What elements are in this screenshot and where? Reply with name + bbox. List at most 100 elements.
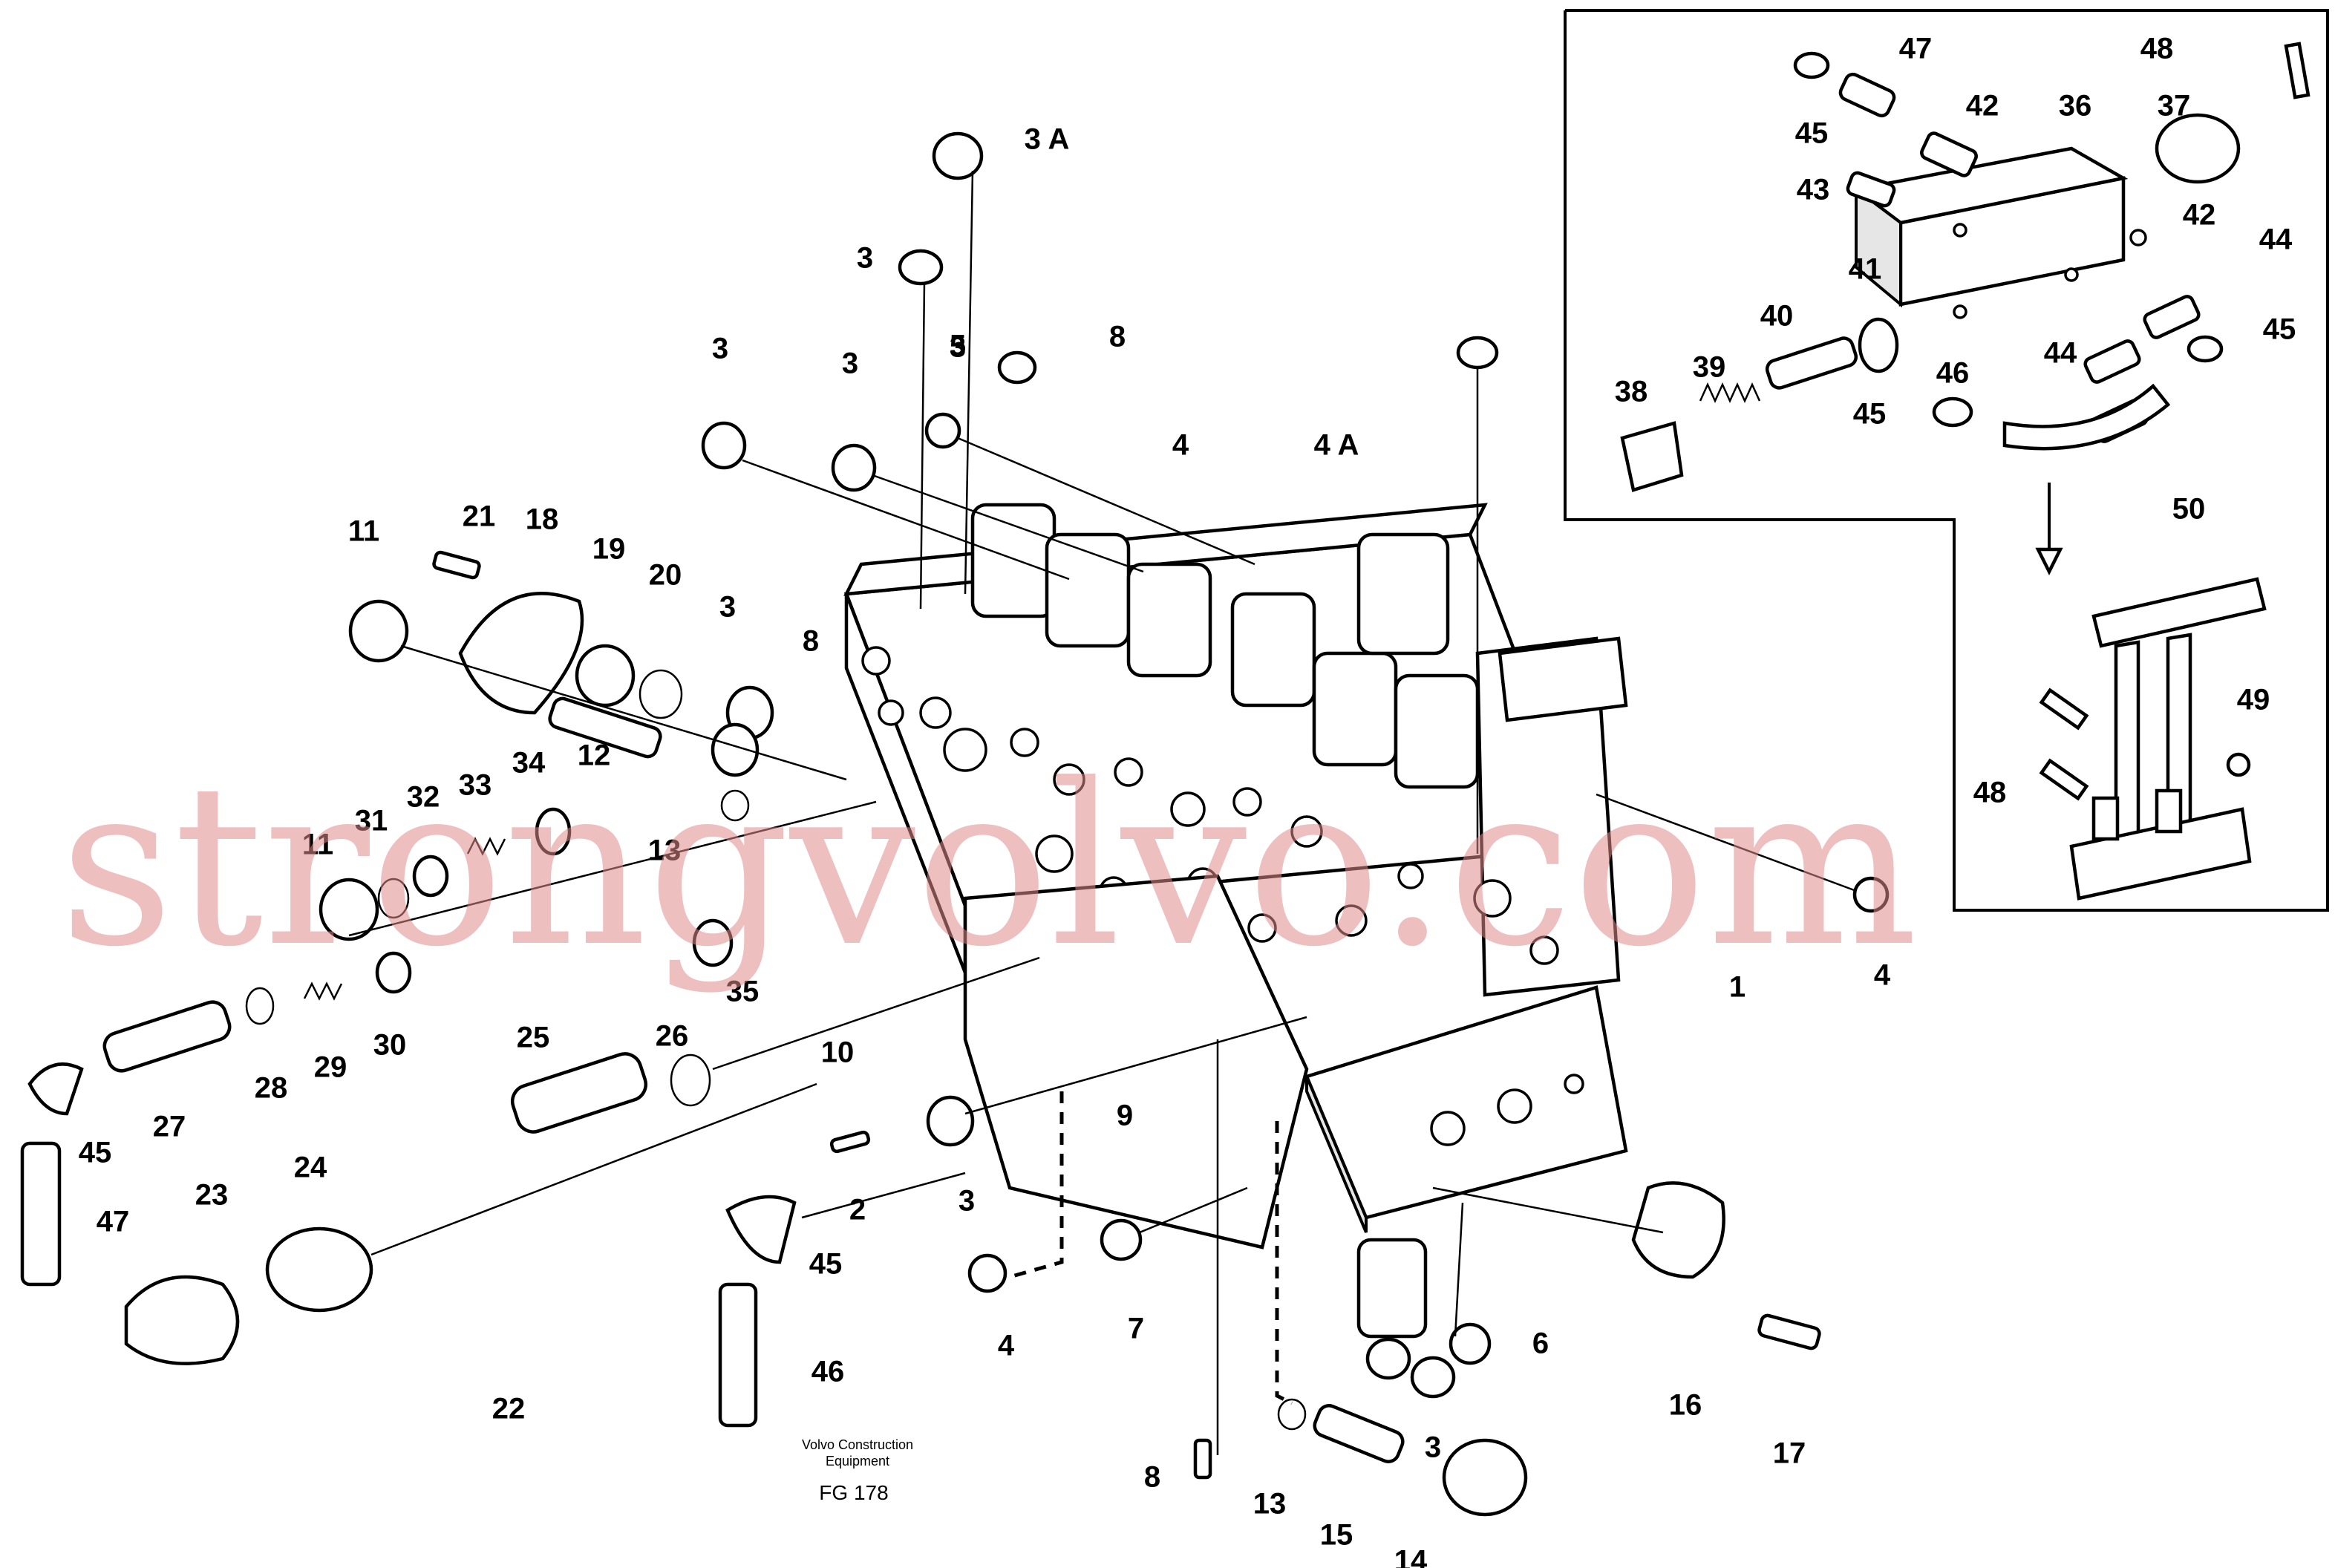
- callout-11-9: 11: [348, 515, 379, 548]
- callout-44-67: 44: [2044, 337, 2077, 370]
- callout-16-47: 16: [1669, 1389, 1702, 1422]
- spool-40: [1765, 336, 1858, 390]
- callout-3-46: 3: [1425, 1431, 1441, 1464]
- hose-46-inset: [2002, 383, 2171, 451]
- elbow-45-inset: [1793, 51, 1830, 79]
- union-24: [265, 1226, 373, 1313]
- elbow-45-lower: [1932, 396, 1973, 428]
- callout-32-19: 32: [407, 781, 440, 814]
- callout-44-61: 44: [2259, 223, 2293, 256]
- callout-3-14: 3: [719, 591, 736, 624]
- callout-13-50: 13: [1253, 1488, 1287, 1520]
- plug-38: [1620, 421, 1684, 492]
- callout-20-13: 20: [649, 559, 682, 592]
- screw-48: [2284, 42, 2310, 99]
- callout-24-33: 24: [294, 1152, 327, 1184]
- callout-22-35: 22: [492, 1393, 526, 1425]
- callout-3-1: 3: [857, 242, 873, 275]
- nut-49: [2226, 752, 2251, 777]
- flange-19: [575, 644, 636, 708]
- screw-35: [692, 918, 734, 967]
- pin-2: [829, 1130, 871, 1154]
- plug-5: [924, 412, 961, 449]
- plug-11-upper: [348, 599, 409, 663]
- side-block: [1498, 636, 1628, 722]
- figure-code: FG 178: [819, 1481, 888, 1504]
- o-ring-28: [245, 987, 275, 1025]
- callout-33-18: 33: [459, 769, 492, 802]
- plug-6: [1449, 1322, 1492, 1365]
- plug-3-left-b: [711, 722, 760, 777]
- plug-7: [1100, 1218, 1143, 1261]
- o-ring-41: [1858, 317, 1899, 373]
- caption-company-line1: Volvo Construction: [802, 1437, 913, 1452]
- callout-4-44: 4: [1874, 959, 1891, 992]
- callout-45-29: 45: [79, 1137, 112, 1169]
- callout-3-3: 3: [842, 347, 858, 380]
- callout-45-39: 45: [809, 1248, 843, 1281]
- callout-34-17: 34: [512, 747, 546, 780]
- callout-15-51: 15: [1320, 1519, 1353, 1552]
- plug-3-center: [926, 1095, 975, 1147]
- callout-17-48: 17: [1773, 1437, 1806, 1470]
- caption-company-line2: Equipment: [826, 1454, 889, 1469]
- callout-8-15: 8: [803, 625, 819, 658]
- nipple-42-right: [2083, 339, 2141, 384]
- leader-lines: [348, 170, 1857, 1455]
- callout-9-38: 9: [1117, 1100, 1133, 1132]
- o-ring-13-bottom: [1277, 1398, 1307, 1431]
- callout-18-11: 18: [526, 503, 559, 536]
- callout-46-40: 46: [811, 1356, 845, 1388]
- callout-7-42: 7: [1128, 1313, 1144, 1345]
- hose-47: [20, 1141, 62, 1287]
- screw-8-bottom: [1193, 1438, 1212, 1480]
- plug-3-far-left: [701, 421, 747, 470]
- callout-28-27: 28: [255, 1072, 288, 1105]
- plug-4-right: [1852, 876, 1890, 913]
- callout-29-26: 29: [314, 1051, 347, 1084]
- spring-assembly: [1356, 1238, 1428, 1339]
- o-ring-20: [639, 669, 683, 719]
- callout-2-36: 2: [849, 1194, 866, 1226]
- cap-14: [1442, 1438, 1528, 1517]
- callout-49-71: 49: [2237, 684, 2270, 716]
- callout-13-22: 13: [648, 834, 682, 867]
- callout-10-24: 10: [821, 1036, 855, 1069]
- valve-15: [1313, 1404, 1405, 1463]
- intermediate-plate-9: [963, 874, 1309, 1250]
- callout-6-45: 6: [1532, 1327, 1549, 1360]
- seat-32: [412, 855, 449, 898]
- union-47-inset: [1838, 72, 1896, 118]
- spring-39: [1699, 382, 1761, 404]
- left-fittings: [20, 550, 774, 1514]
- nipple-43-inset: [1846, 171, 1896, 208]
- callout-4a-8: 4 A: [1314, 429, 1359, 462]
- inset-valve-block: [1852, 146, 2147, 319]
- callout-27-28: 27: [153, 1111, 186, 1143]
- figure-caption: Volvo Construction Equipment FG 178: [802, 1437, 913, 1504]
- callout-45-69: 45: [1853, 398, 1887, 431]
- main-valve-block: [843, 503, 1621, 997]
- plug-37: [2155, 113, 2241, 184]
- hose-46-main: [718, 1282, 758, 1428]
- callout-43-59: 43: [1797, 174, 1830, 206]
- spring-33: [466, 837, 506, 856]
- callout-3-2: 3: [712, 333, 728, 365]
- plug-8-top: [997, 350, 1037, 385]
- plug-3-right: [1456, 336, 1499, 370]
- callout-26-31: 26: [656, 1020, 689, 1053]
- dashed-links: [1009, 1091, 1293, 1405]
- callout-41-62: 41: [1849, 253, 1882, 286]
- callout-30-25: 30: [373, 1029, 407, 1062]
- flange-halves-18: [458, 592, 584, 715]
- callout-31-20: 31: [355, 805, 388, 837]
- nipple-44-right: [2143, 295, 2201, 339]
- check-30: [375, 951, 412, 994]
- callout-4-7: 4: [1172, 429, 1189, 462]
- plug-11-lower: [319, 878, 379, 941]
- callout-47-53: 47: [1899, 33, 1933, 65]
- callout-5-5: 5: [950, 330, 966, 362]
